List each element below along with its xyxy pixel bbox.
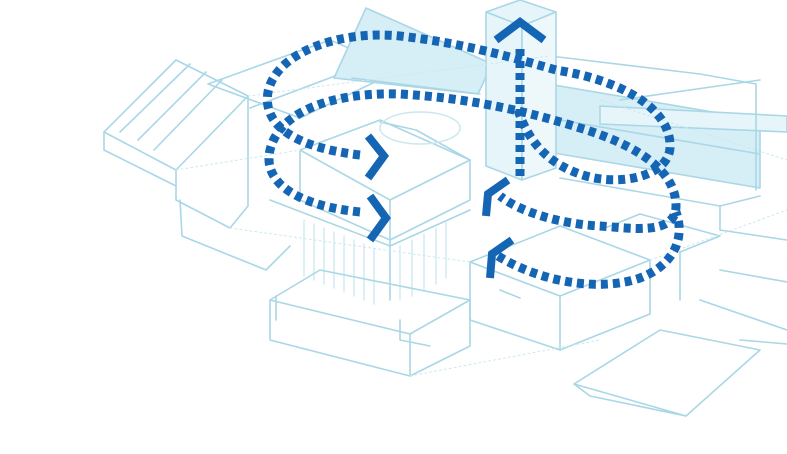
front-podium (270, 270, 470, 376)
building-wireframe (104, 0, 787, 416)
arrow-right-upper (368, 136, 384, 178)
left-wing (104, 60, 290, 270)
arrow-right-lower (370, 196, 386, 240)
arrow-left-middle (486, 180, 508, 216)
